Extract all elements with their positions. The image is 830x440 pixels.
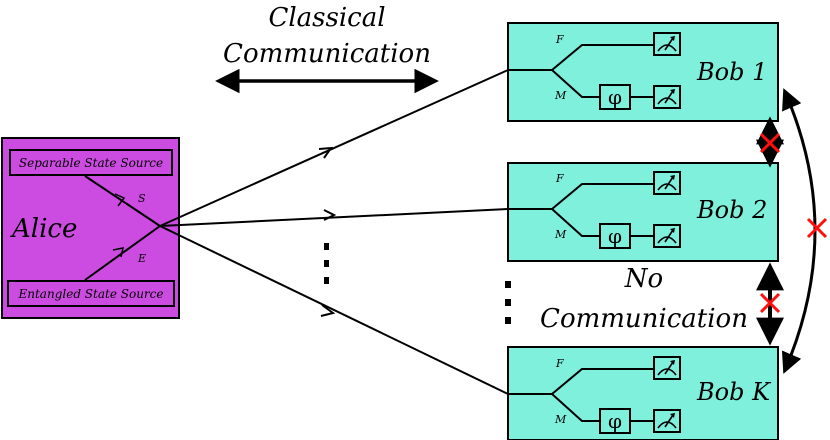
bob-1-node: φ F M Bob 1: [507, 22, 779, 122]
bob1-bobk-link: [781, 88, 817, 374]
bob-2-meter-f-icon: [653, 171, 681, 195]
bob-2-meter-m-icon: [653, 224, 681, 248]
no-comm-label-line1: No: [624, 264, 663, 294]
blocked-cross-icon: [806, 217, 828, 239]
bob-k-label: Bob K: [696, 378, 772, 406]
bob-1-label: Bob 1: [696, 58, 767, 86]
quantum-channels: [159, 69, 509, 395]
bob-2-port-f: F: [555, 172, 564, 185]
bob-2-port-m: M: [554, 228, 567, 241]
channel-ellipsis: [324, 243, 329, 284]
entangled-state-source-label: Entangled State Source: [18, 287, 164, 301]
bob-1-meter-f-icon: [653, 32, 681, 56]
bob-k-port-m: M: [554, 413, 567, 426]
alice-label: Alice: [10, 214, 77, 244]
no-comm-label-line2: Communication: [540, 304, 748, 334]
bob-2-node: φ F M Bob 2: [507, 162, 779, 262]
bob-1-phase: φ: [608, 85, 622, 109]
bob-k-phase: φ: [608, 409, 622, 433]
bob-k-port-f: F: [555, 357, 564, 370]
alice-node: Separable State Source Entangled State S…: [1, 137, 180, 319]
separable-port-label: S: [138, 192, 146, 205]
blocked-cross-icon: [759, 292, 781, 314]
bob-2-phase: φ: [608, 224, 622, 248]
blocked-cross-icon: [759, 132, 781, 154]
bob-ellipsis: [505, 281, 511, 324]
bob-k-meter-m-icon: [653, 409, 681, 433]
bob-1-port-f: F: [555, 33, 564, 46]
bob-2-label: Bob 2: [696, 196, 767, 224]
bob-k-meter-f-icon: [653, 356, 681, 380]
entangled-port-label: E: [137, 252, 146, 265]
classical-label-line2: Communication: [223, 39, 431, 69]
bob-1-meter-m-icon: [653, 85, 681, 109]
classical-label-line1: Classical: [268, 3, 385, 33]
bob-k-node: φ F M Bob K: [507, 346, 779, 440]
separable-state-source-label: Separable State Source: [19, 156, 163, 170]
bob-1-port-m: M: [554, 89, 567, 102]
